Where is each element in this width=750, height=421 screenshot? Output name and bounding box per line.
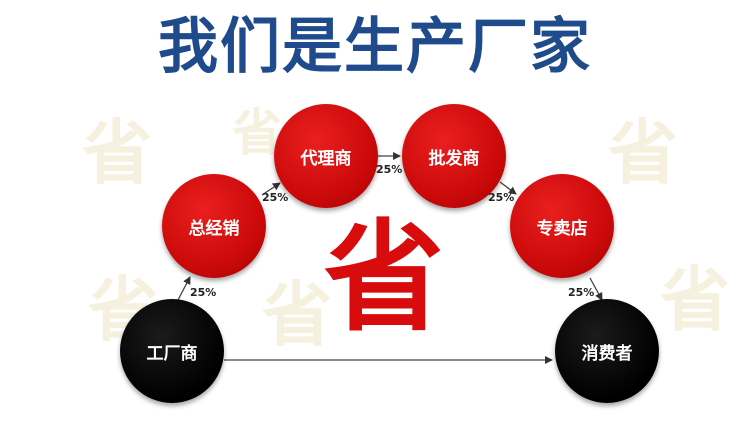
pct-label: 25% [376, 163, 403, 176]
savings-mark: 省 [324, 209, 444, 348]
node-consumer-label: 消费者 [581, 343, 633, 364]
watermark-char: 省 [82, 112, 152, 194]
arrow-factory-to-distributor [177, 276, 191, 301]
pct-label: 25% [262, 191, 289, 204]
watermark-char: 省 [262, 274, 332, 356]
node-wholesaler-label: 批发商 [428, 148, 480, 169]
pct-label: 25% [488, 191, 515, 204]
pct-label: 25% [190, 286, 217, 299]
node-factory-label: 工厂商 [146, 343, 198, 364]
page-title: 我们是生产厂家 [158, 12, 592, 82]
node-distributor: 总经销 [162, 174, 266, 278]
node-factory: 工厂商 [120, 299, 224, 403]
node-agent: 代理商 [274, 104, 378, 208]
arrow-store-to-consumer [589, 277, 603, 301]
arrow-wholesaler-to-store [499, 181, 517, 195]
node-store-label: 专卖店 [536, 218, 588, 239]
watermark-char: 省 [608, 112, 678, 194]
watermark-char: 省 [232, 104, 282, 162]
arrow-distributor-to-agent [261, 182, 281, 196]
node-wholesaler: 批发商 [402, 104, 506, 208]
node-agent-label: 代理商 [300, 148, 352, 169]
node-consumer: 消费者 [555, 299, 659, 403]
watermark-char: 省 [660, 259, 730, 341]
pct-label: 25% [568, 286, 595, 299]
node-store: 专卖店 [510, 174, 614, 278]
node-distributor-label: 总经销 [188, 218, 240, 239]
